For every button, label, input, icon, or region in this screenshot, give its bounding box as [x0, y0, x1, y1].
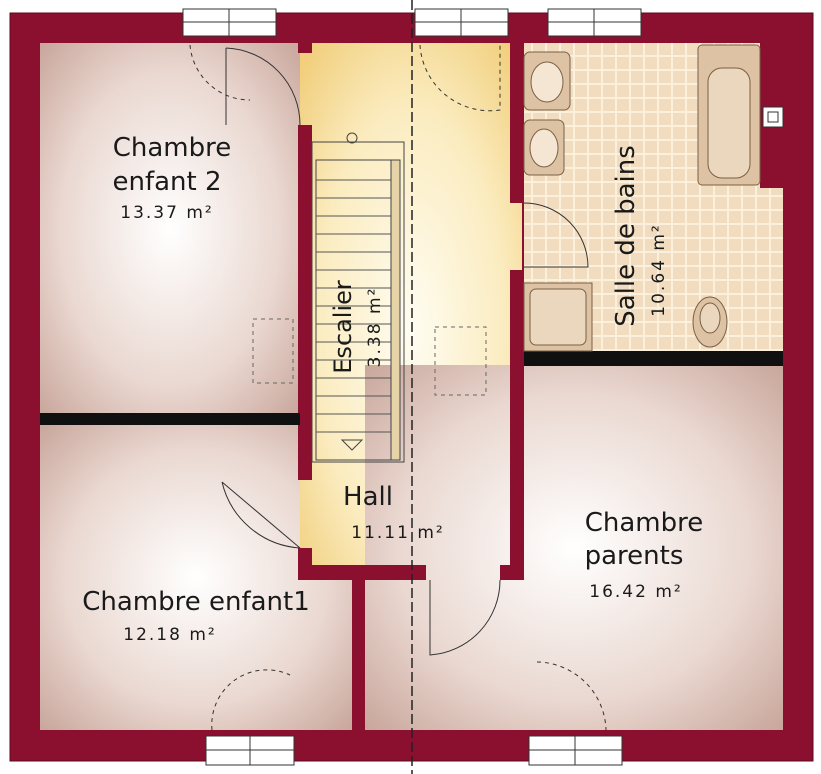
- door-swing-ce2-window: [189, 44, 251, 101]
- label-hall: Hall: [343, 482, 393, 512]
- area-ce2: 13.37 m²: [120, 203, 213, 223]
- partition-ce2-ce1: [40, 413, 300, 425]
- shower-tray: [523, 282, 593, 352]
- label-ce2-line2: enfant 2: [112, 167, 221, 197]
- door-swing-bath: [523, 202, 589, 268]
- label-parents-line1: Chambre: [585, 508, 704, 538]
- partition-bath-parents: [524, 351, 783, 366]
- staircase: [311, 132, 405, 463]
- ceiling-hatch-ce2: [252, 318, 294, 384]
- area-hall: 11.11 m²: [351, 523, 444, 543]
- label-bath: Salle de bains: [611, 145, 641, 327]
- window-top-bath: [547, 8, 642, 37]
- wall-hall-right-top: [510, 43, 524, 203]
- room-chambre-enfant-2: [40, 43, 300, 416]
- window-top-left: [182, 8, 277, 37]
- wall-hall-left-mid: [298, 125, 312, 480]
- door-swing-ce1-window: [211, 669, 291, 731]
- window-top-hall: [414, 8, 509, 37]
- area-ce1: 12.18 m²: [123, 625, 216, 645]
- door-swing-parents: [429, 579, 501, 656]
- wall-hall-right-bottom: [510, 270, 524, 580]
- area-bath: 10.64 m²: [649, 223, 669, 316]
- label-parents-line2: parents: [585, 541, 684, 571]
- door-swing-ce1: [221, 481, 301, 549]
- area-parents: 16.42 m²: [589, 582, 682, 602]
- window-bottom-left: [205, 735, 295, 766]
- wall-hall-bottom: [298, 565, 426, 580]
- wall-hall-left-top: [298, 43, 312, 53]
- label-ce1: Chambre enfant1: [82, 587, 310, 617]
- room-chambre-parents: [365, 365, 783, 730]
- label-ce2-line1: Chambre: [113, 133, 232, 163]
- toilet: [692, 296, 728, 348]
- door-swing-ce2: [225, 47, 301, 126]
- bathtub: [697, 44, 761, 186]
- sink-lower: [523, 119, 565, 176]
- wall-ce1-right: [352, 578, 365, 730]
- wall-outlet-icon: [762, 106, 784, 128]
- window-bottom-right: [528, 735, 623, 766]
- ceiling-hatch-hall: [434, 326, 487, 396]
- door-swing-hall-window: [419, 44, 501, 112]
- label-escalier: Escalier: [329, 280, 357, 374]
- sink-upper: [523, 51, 571, 111]
- area-escalier: 3.38 m²: [365, 287, 385, 368]
